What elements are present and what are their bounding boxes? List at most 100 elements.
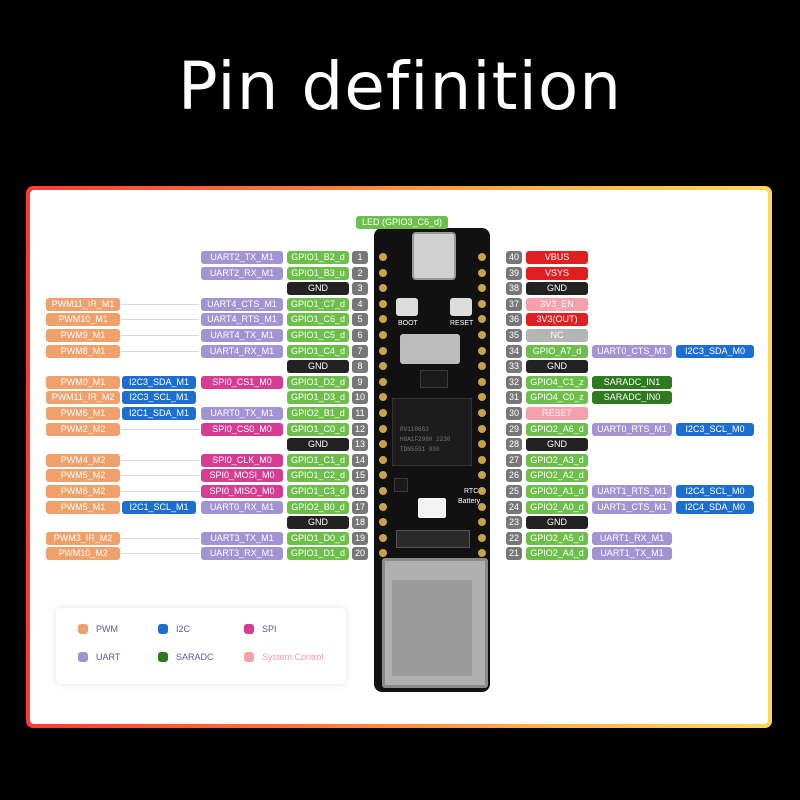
spi-label: SPI0_CLK_M0 bbox=[201, 453, 283, 467]
pin-number: 2 bbox=[352, 266, 368, 280]
i2c-label: I2C3_SCL_M0 bbox=[676, 422, 754, 436]
power-label: 3V3(OUT) bbox=[526, 313, 588, 327]
legend-label: SPI bbox=[262, 624, 277, 634]
pin-number: 33 bbox=[506, 360, 522, 374]
pin-number: 40 bbox=[506, 251, 522, 264]
pin-header-hole bbox=[478, 362, 486, 371]
legend-swatch bbox=[78, 652, 88, 662]
spi-label: SPI0_CS0_M0 bbox=[201, 422, 283, 436]
pin-header-hole bbox=[478, 455, 486, 464]
pin-header-hole bbox=[379, 377, 387, 386]
pin-header-hole bbox=[379, 533, 387, 542]
pin-number: 31 bbox=[506, 391, 522, 405]
gnd-label: GND bbox=[526, 438, 588, 452]
legend-label: I2C bbox=[176, 624, 191, 634]
pin-header-hole bbox=[379, 549, 387, 558]
gpio-label: GPIO2_A5_d bbox=[526, 531, 588, 545]
pin-number: 28 bbox=[506, 438, 522, 452]
pin-number: 15 bbox=[352, 469, 368, 483]
pin-number: 20 bbox=[352, 547, 368, 561]
gpio-label: GPIO2_A0_d bbox=[526, 500, 588, 514]
pin-number: 23 bbox=[506, 516, 522, 530]
sd-card-slot bbox=[400, 334, 460, 364]
pin-number: 17 bbox=[352, 500, 368, 514]
gpio-label: GPIO_A7_d bbox=[526, 344, 588, 358]
saradc-label: SARADC_IN1 bbox=[592, 375, 672, 389]
pin-header-hole bbox=[379, 424, 387, 433]
battery-label: Battery bbox=[458, 498, 481, 505]
pin-header-hole bbox=[379, 409, 387, 417]
pin-number: 3 bbox=[352, 282, 368, 296]
pin-header-hole bbox=[379, 299, 387, 308]
gpio-label: GPIO1_B2_d bbox=[287, 251, 349, 264]
legend-label: System Control bbox=[262, 652, 324, 662]
legend-swatch bbox=[158, 624, 168, 634]
chip-text-1: RV1106G3 bbox=[400, 426, 429, 433]
pin-header-hole bbox=[478, 393, 486, 402]
pin-number: 16 bbox=[352, 485, 368, 498]
uart-label: UART2_RX_M1 bbox=[201, 266, 283, 280]
pwm-label: PWM11_IR_M1 bbox=[46, 297, 120, 311]
pin-header-hole bbox=[478, 331, 486, 339]
uart-label: UART3_RX_M1 bbox=[201, 547, 283, 561]
pin-number: 37 bbox=[506, 297, 522, 311]
pwm-label: PWM9_M1 bbox=[46, 329, 120, 342]
gpio-label: GPIO2_A3_d bbox=[526, 453, 588, 467]
pin-number: 18 bbox=[352, 516, 368, 530]
pin-number: 8 bbox=[352, 360, 368, 374]
connector-line bbox=[121, 491, 199, 492]
system-control-label: RESET bbox=[526, 407, 588, 420]
pin-header-hole bbox=[379, 518, 387, 527]
connector-line bbox=[121, 537, 199, 539]
pin-header-hole bbox=[478, 549, 486, 558]
reset-button bbox=[450, 298, 472, 316]
gnd-label: GND bbox=[526, 282, 588, 296]
connector-line bbox=[121, 428, 199, 430]
i2c-label: I2C1_SCL_M1 bbox=[122, 500, 196, 514]
pin-header-hole bbox=[478, 518, 486, 527]
pwm-label: PWM5_M1 bbox=[46, 500, 120, 514]
gpio-label: GPIO2_A4_d bbox=[526, 547, 588, 561]
main-chip bbox=[392, 398, 472, 466]
usb-c-connector bbox=[412, 232, 456, 280]
gpio-label: GPIO1_C3_d bbox=[287, 485, 349, 498]
pin-header-hole bbox=[478, 502, 486, 511]
pwm-label: PWM10_M2 bbox=[46, 547, 120, 561]
spi-label: SPI0_MOSI_M0 bbox=[201, 469, 283, 483]
pin-number: 26 bbox=[506, 469, 522, 483]
pwm-label: PWM0_M1 bbox=[46, 375, 120, 389]
pwm-label: PWM8_M1 bbox=[46, 344, 120, 358]
uart-label: UART3_TX_M1 bbox=[201, 531, 283, 545]
gpio-label: GPIO1_C1_d bbox=[287, 453, 349, 467]
uart-label: UART4_TX_M1 bbox=[201, 329, 283, 342]
gpio-label: GPIO4_C0_z bbox=[526, 391, 588, 405]
gpio-label: GPIO1_C2_d bbox=[287, 469, 349, 483]
uart-label: UART1_TX_M1 bbox=[592, 547, 672, 561]
connector-line bbox=[121, 553, 199, 555]
pin-number: 22 bbox=[506, 531, 522, 545]
pin-header-hole bbox=[478, 346, 486, 355]
gpio-label: GPIO4_C1_z bbox=[526, 375, 588, 389]
i2c-label: I2C4_SCL_M0 bbox=[676, 485, 754, 498]
uart-label: UART4_RX_M1 bbox=[201, 344, 283, 358]
ethernet-port-inner bbox=[392, 580, 472, 676]
page-title: Pin definition bbox=[177, 48, 623, 125]
pin-number: 30 bbox=[506, 407, 522, 420]
reset-label: RESET bbox=[450, 320, 474, 327]
legend-swatch bbox=[78, 624, 88, 634]
pin-number: 39 bbox=[506, 266, 522, 280]
pin-number: 21 bbox=[506, 547, 522, 561]
spi-label: SPI0_CS1_M0 bbox=[201, 375, 283, 389]
uart-label: UART2_TX_M1 bbox=[201, 251, 283, 264]
pin-number: 9 bbox=[352, 375, 368, 389]
pin-number: 4 bbox=[352, 297, 368, 311]
pin-header-hole bbox=[478, 533, 486, 542]
pin-number: 13 bbox=[352, 438, 368, 452]
pin-number: 34 bbox=[506, 344, 522, 358]
pin-header-hole bbox=[379, 253, 387, 261]
chip-text-2: H8A1F2980 2230 bbox=[400, 436, 451, 443]
pwm-label: PWM6_M1 bbox=[46, 407, 120, 420]
power-label: VBUS bbox=[526, 251, 588, 264]
gpio-label: GPIO2_A6_d bbox=[526, 422, 588, 436]
